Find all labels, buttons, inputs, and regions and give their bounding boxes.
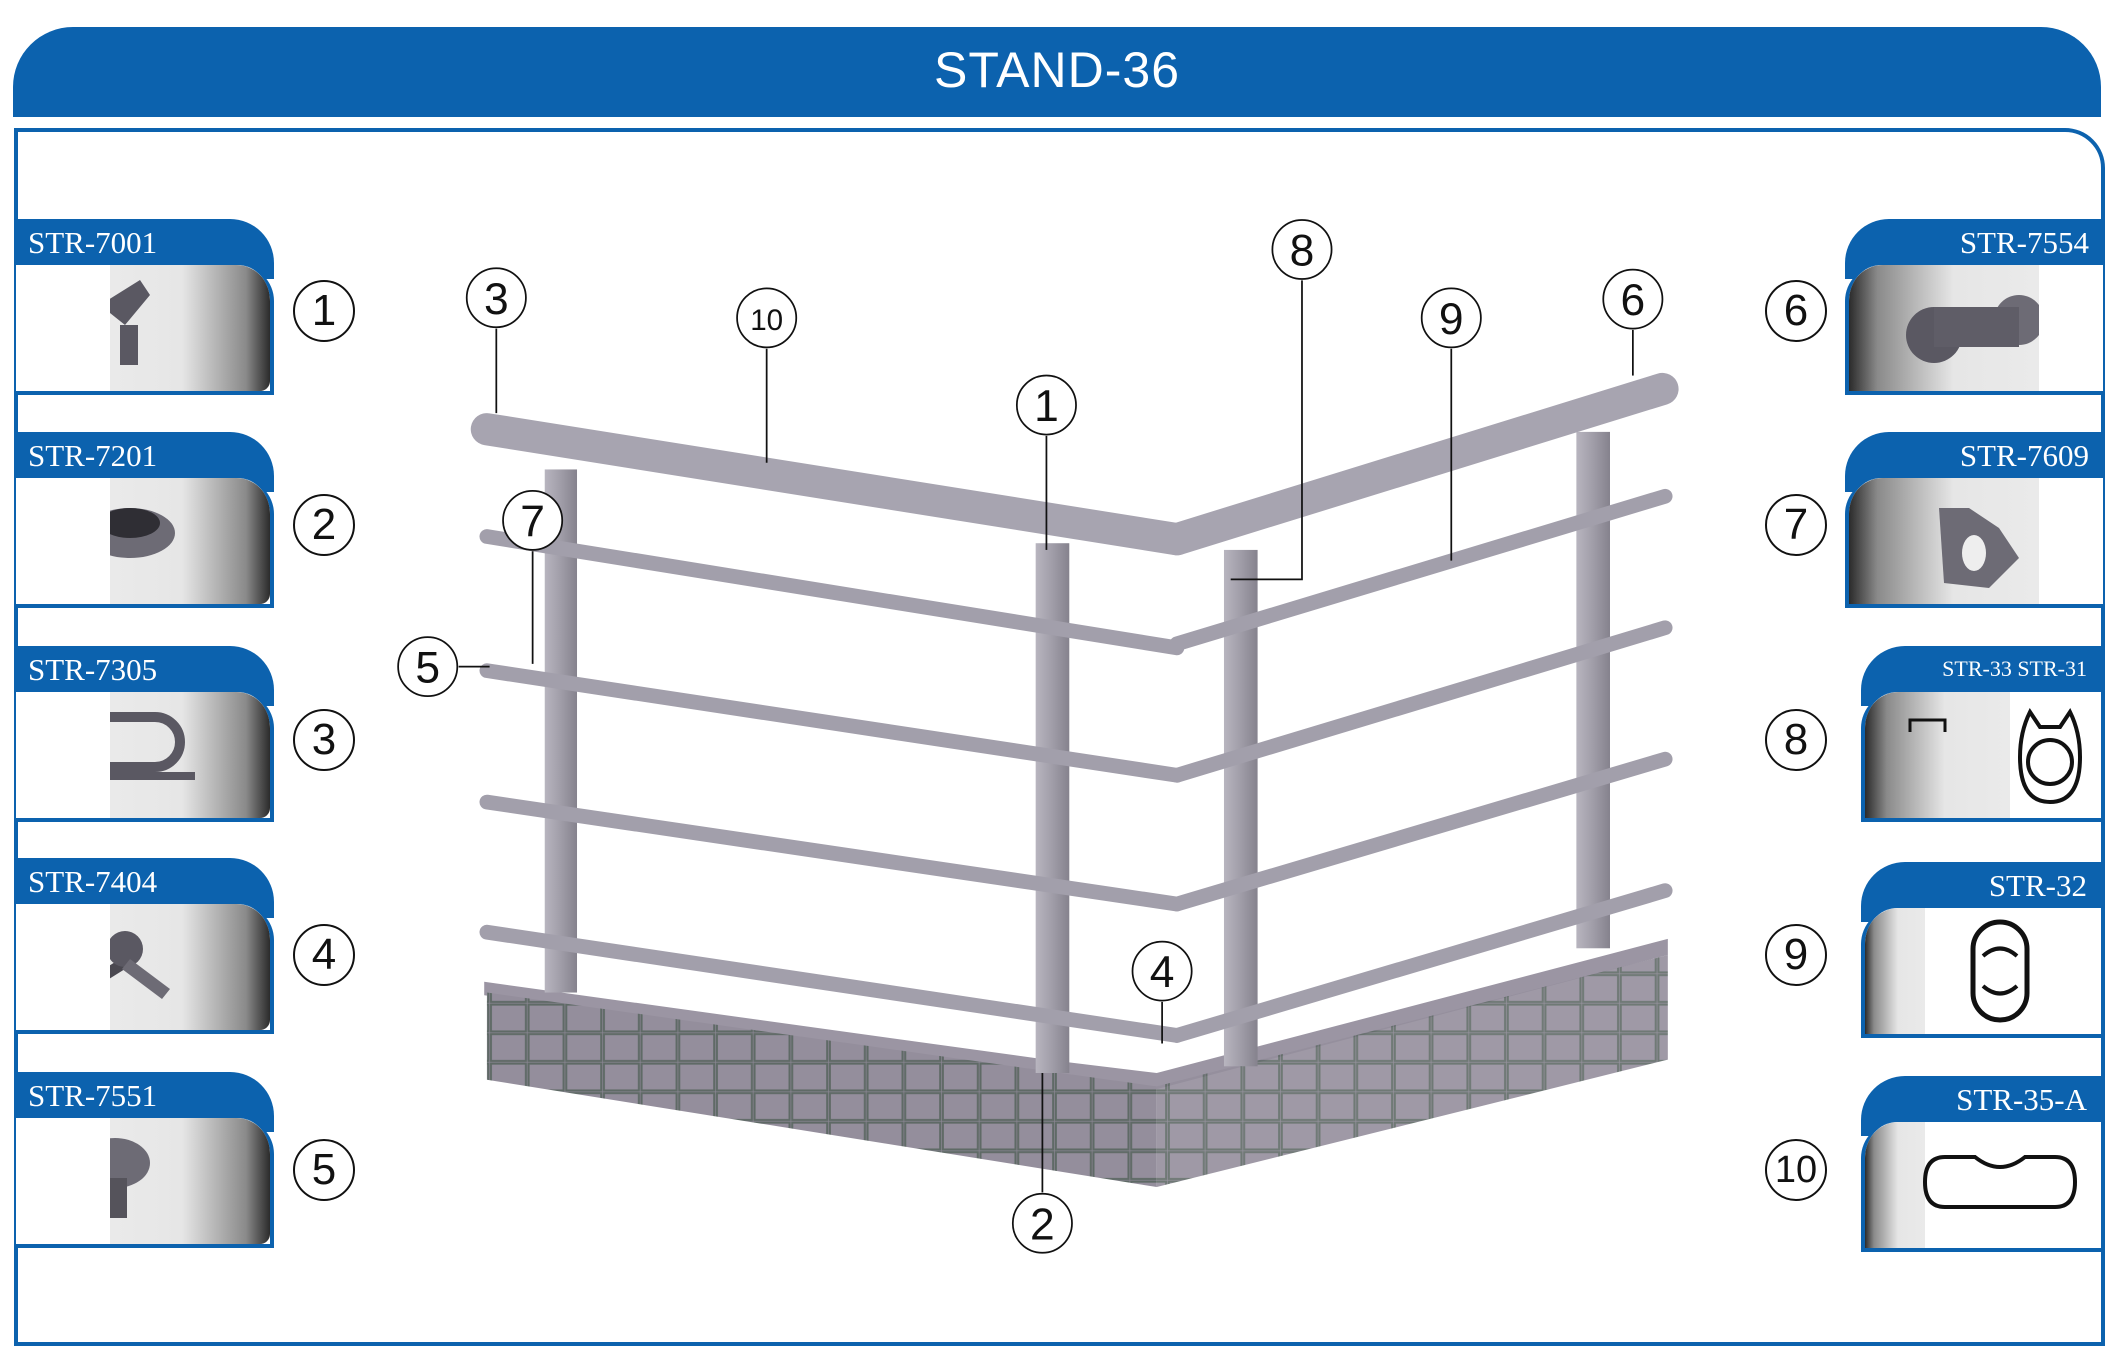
handrail-profile-icon (1922, 1155, 2078, 1209)
part-number: 10 (1765, 1139, 1827, 1201)
part-number: 6 (1765, 280, 1827, 342)
part-code: STR-7001 (28, 225, 158, 260)
callout-4: 4 (1150, 948, 1175, 997)
part-number: 8 (1765, 709, 1827, 771)
title-bar: STAND-36 (13, 27, 2101, 117)
callout-2: 2 (1030, 1200, 1055, 1249)
callout-10: 10 (750, 304, 783, 337)
part-code: STR-7551 (28, 1078, 158, 1113)
callout-8: 8 (1290, 227, 1315, 276)
oval-end-bracket-icon (110, 692, 270, 818)
part-code: STR-32 (1988, 868, 2087, 903)
gradient-shade (1865, 1122, 1925, 1248)
profile-section-icon (1865, 692, 2010, 818)
part-card-str-7305: STR-7305 (16, 646, 274, 828)
part-card-str-35-a: STR-35-A (1861, 1076, 2101, 1258)
part-card-str-33-str-31: STR-33 STR-31 (1861, 646, 2101, 828)
stone-base (484, 938, 1668, 1188)
callout-3: 3 (484, 275, 509, 324)
part-card-str-7609: STR-7609 (1845, 432, 2103, 614)
end-cap-icon (110, 1118, 270, 1244)
bracket-connector-icon (110, 265, 270, 391)
part-code: STR-33 STR-31 (1942, 656, 2087, 681)
part-card-str-32: STR-32 (1861, 862, 2101, 1044)
tube-profile-icon (1970, 919, 2030, 1023)
part-card-str-7201: STR-7201 (16, 432, 274, 614)
page-title: STAND-36 (933, 42, 1180, 98)
rail-end-cap-icon (1849, 265, 2039, 391)
part-number: 4 (293, 924, 355, 986)
part-card-str-7001: STR-7001 (16, 219, 274, 401)
part-number: 9 (1765, 924, 1827, 986)
part-card-str-7551: STR-7551 (16, 1072, 274, 1254)
callouts: 3 10 1 8 9 6 7 5 4 2 (397, 219, 1664, 1254)
part-card-str-7404: STR-7404 (16, 858, 274, 1040)
part-number: 2 (293, 494, 355, 556)
callout-1: 1 (1034, 382, 1059, 431)
part-card-str-7554: STR-7554 (1845, 219, 2103, 401)
oval-base-cap-icon (110, 478, 270, 604)
part-number: 3 (293, 709, 355, 771)
part-code: STR-7404 (28, 864, 158, 899)
part-code: STR-35-A (1956, 1082, 2087, 1117)
callout-6: 6 (1621, 276, 1646, 325)
part-code: STR-7305 (28, 652, 158, 687)
gradient-shade (1865, 908, 1925, 1034)
callout-7: 7 (520, 498, 545, 547)
str-31-profile-icon (2017, 708, 2083, 805)
callout-5: 5 (415, 644, 440, 693)
part-number: 1 (293, 280, 355, 342)
horizontal-rails (479, 488, 1673, 1043)
part-number: 5 (293, 1139, 355, 1201)
part-code: STR-7609 (1959, 438, 2089, 473)
rail-clamp-icon (1849, 478, 2039, 604)
callout-9: 9 (1439, 295, 1464, 344)
part-code: STR-7554 (1959, 225, 2089, 260)
part-code: STR-7201 (28, 438, 158, 473)
tee-connector-icon (110, 904, 270, 1030)
top-handrail (470, 372, 1679, 556)
part-number: 7 (1765, 494, 1827, 556)
